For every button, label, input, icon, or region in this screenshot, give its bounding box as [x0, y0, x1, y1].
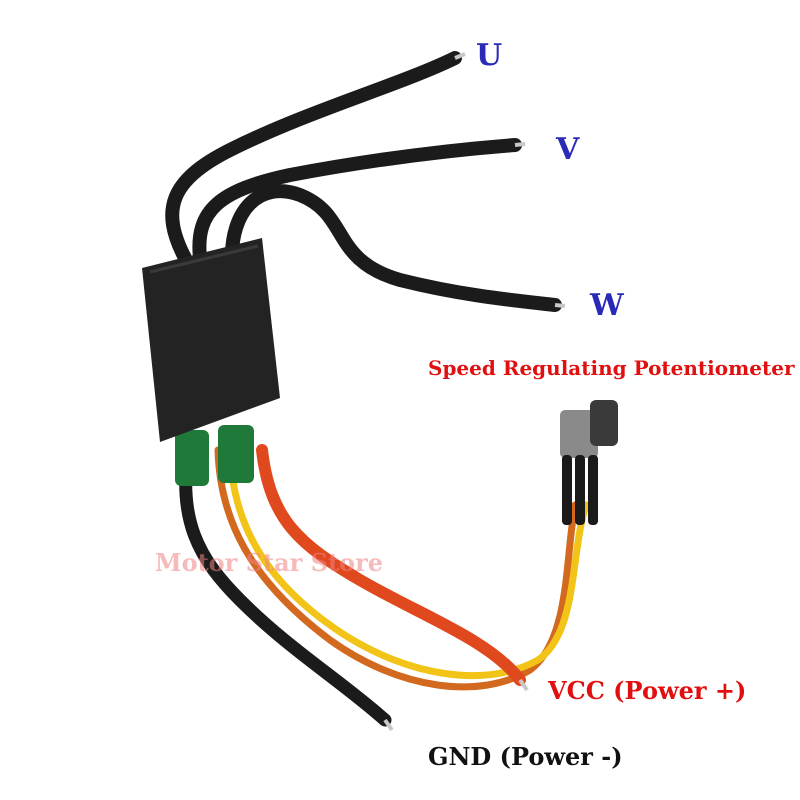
potentiometer-knob: [590, 400, 618, 446]
wire-phase-u: [165, 51, 462, 265]
label-phase-v: V: [556, 132, 580, 167]
wire-signal-yellow: [226, 446, 590, 679]
wire-phase-w: [224, 184, 562, 312]
label-potentiometer: Speed Regulating Potentiometer: [428, 356, 795, 380]
potentiometer-body: [560, 410, 598, 458]
capacitor-left: [175, 430, 209, 486]
label-phase-w: W: [590, 288, 624, 323]
potentiometer-leg: [588, 455, 598, 525]
wire-signal-orange: [214, 446, 579, 691]
wire-tip-w: [554, 303, 566, 308]
wire-tip-gnd: [383, 718, 394, 732]
label-vcc: VCC (Power +): [548, 676, 747, 705]
wire-vcc: [256, 444, 526, 686]
wire-tip-u: [454, 52, 466, 60]
label-phase-u: U: [476, 38, 503, 73]
watermark: Motor Star Store: [155, 548, 383, 577]
potentiometer-leg: [575, 455, 585, 525]
wire-tip-vcc: [518, 678, 529, 692]
potentiometer-leg: [562, 455, 572, 525]
esc-body: [142, 238, 280, 442]
label-gnd: GND (Power -): [428, 742, 623, 771]
wire-gnd: [179, 433, 392, 727]
esc-body-highlight: [149, 244, 259, 274]
wire-phase-v: [192, 138, 522, 265]
wire-tip-v: [514, 142, 526, 147]
capacitor-right: [218, 425, 254, 483]
